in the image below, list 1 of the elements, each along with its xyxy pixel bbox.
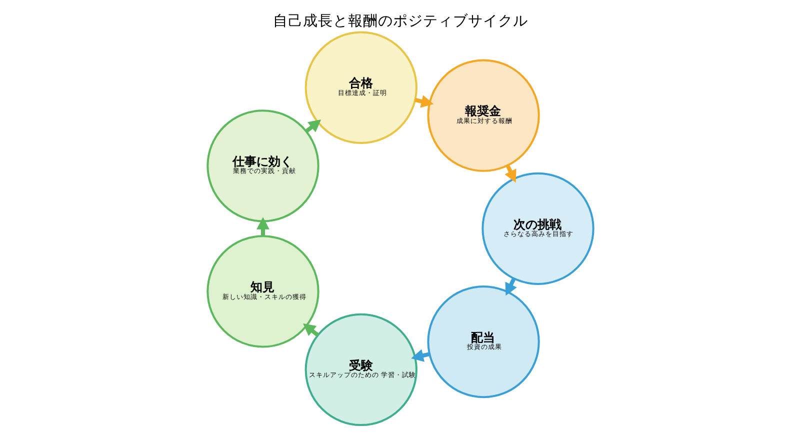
diagram-title: 自己成長と報酬のポジティブサイクル xyxy=(272,12,528,30)
